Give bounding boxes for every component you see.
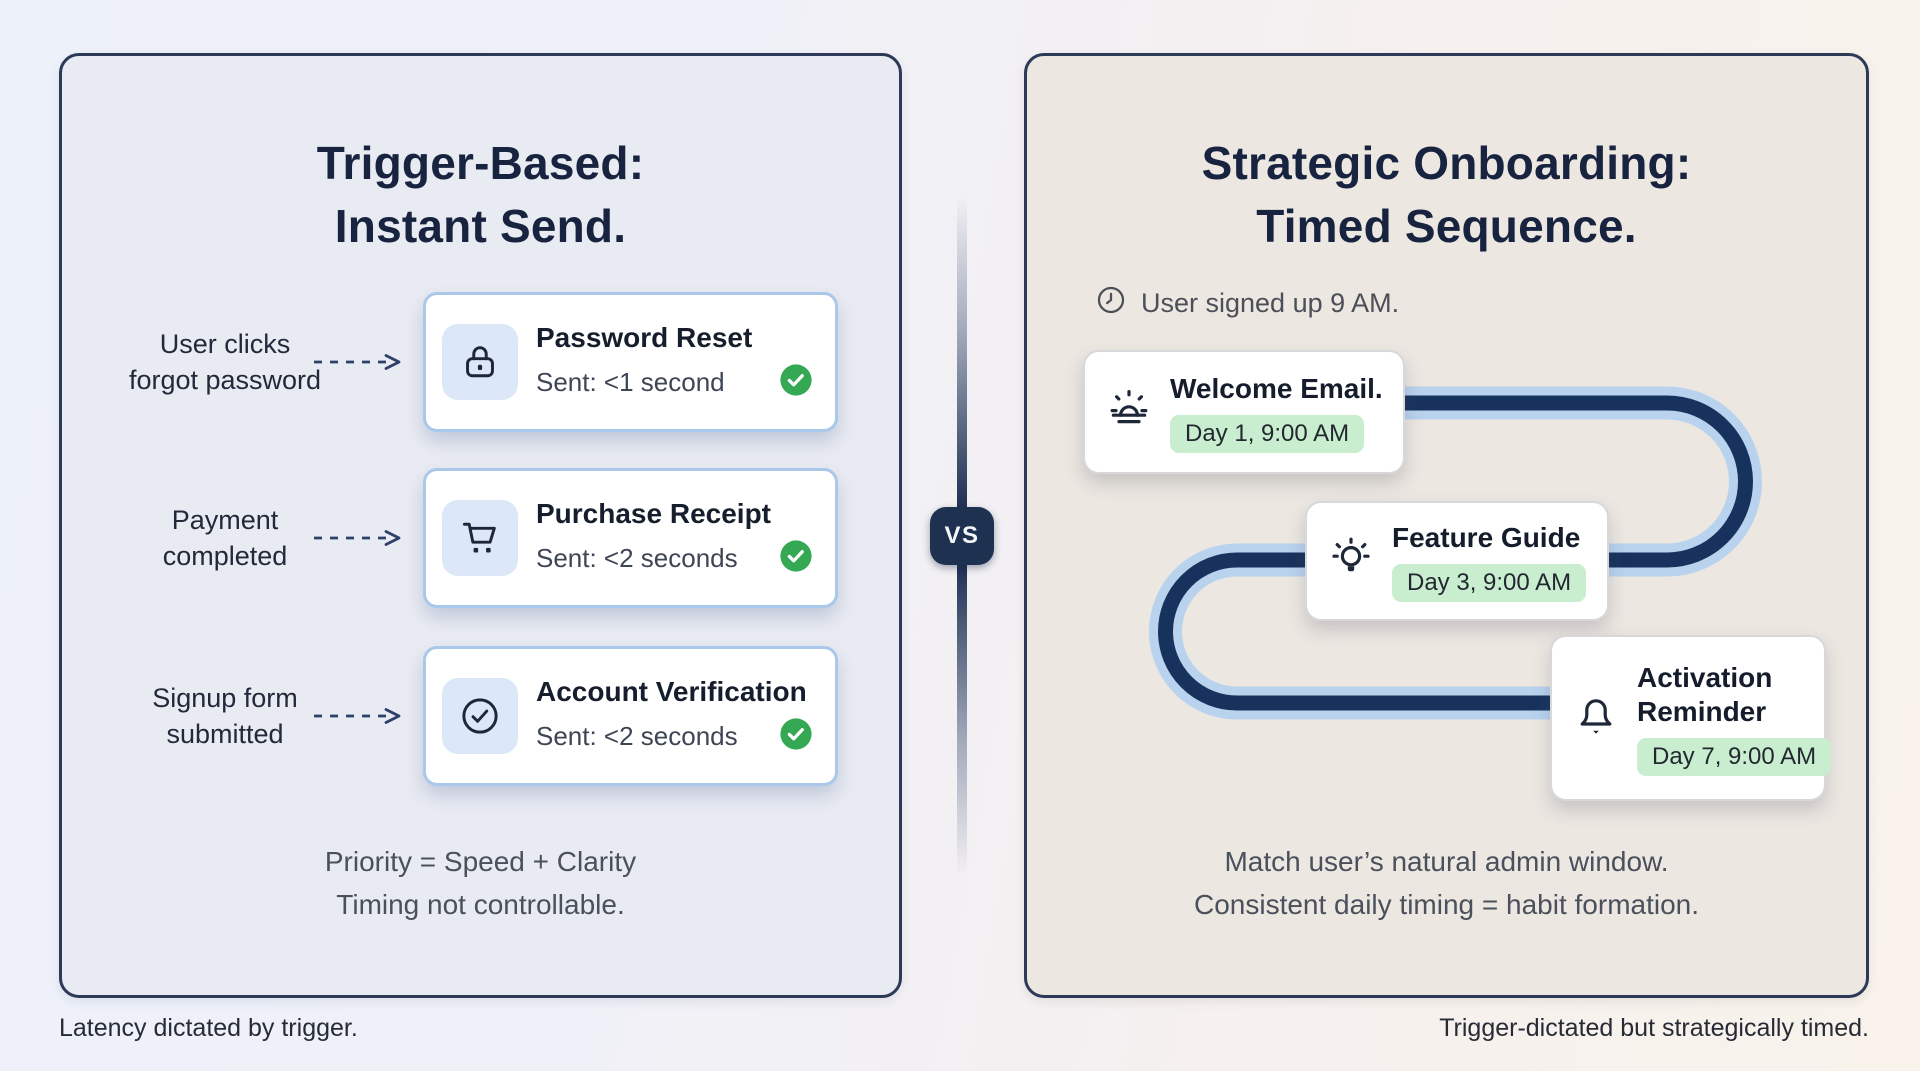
card-body: Account Verification Sent: <2 seconds: [536, 676, 813, 756]
lock-icon: [442, 324, 518, 400]
vs-label: VS: [944, 522, 980, 549]
timeline-path: [1149, 386, 1762, 720]
check-circle-icon: [442, 678, 518, 754]
email-card-password-reset: Password Reset Sent: <1 second: [423, 292, 838, 432]
shopping-cart-icon: [442, 500, 518, 576]
vs-badge: VS: [930, 507, 994, 565]
left-footer-caption: Latency dictated by trigger.: [59, 1014, 358, 1042]
left-title-line1: Trigger-Based:: [316, 136, 645, 189]
step-body: Feature Guide Day 3, 9:00 AM: [1392, 521, 1587, 602]
success-check-icon: [779, 539, 813, 578]
signup-note: User signed up 9 AM.: [1095, 284, 1399, 323]
right-title-line2: Timed Sequence.: [1256, 199, 1637, 252]
status-row: Sent: <1 second: [536, 363, 813, 402]
step-body: Activation Reminder Day 7, 9:00 AM: [1637, 661, 1832, 776]
email-card-title: Purchase Receipt: [536, 498, 771, 529]
trigger-label-line2: forgot password: [128, 365, 322, 395]
success-check-icon: [779, 717, 813, 756]
step-card-welcome-email: Welcome Email. Day 1, 9:00 AM: [1083, 350, 1405, 474]
trigger-row-purchase-receipt: Payment completed Purchase: [62, 468, 899, 608]
trigger-based-panel: Trigger-Based: Instant Send. User clicks…: [59, 53, 902, 998]
status-row: Sent: <2 seconds: [536, 539, 813, 578]
clock-icon: [1095, 284, 1127, 323]
step-card-activation-reminder: Activation Reminder Day 7, 9:00 AM: [1550, 635, 1832, 801]
status-row: Sent: <2 seconds: [536, 717, 813, 756]
lightbulb-icon: [1327, 535, 1375, 588]
trigger-label-line1: User clicks: [159, 329, 291, 359]
right-footer-caption: Trigger-dictated but strategically timed…: [1439, 1014, 1869, 1042]
day-time-badge: Day 1, 9:00 AM: [1170, 414, 1365, 453]
step-title: Welcome Email.: [1170, 372, 1383, 404]
bell-icon: [1572, 692, 1620, 745]
day-time-badge: Day 7, 9:00 AM: [1637, 737, 1832, 776]
step-card-feature-guide: Feature Guide Day 3, 9:00 AM: [1305, 501, 1609, 621]
left-title-line2: Instant Send.: [334, 199, 627, 252]
left-summary-line2: Timing not controllable.: [336, 889, 625, 920]
dashed-arrow-icon: [312, 528, 416, 548]
left-panel-title: Trigger-Based: Instant Send.: [62, 132, 899, 258]
sent-latency-text: Sent: <2 seconds: [536, 721, 738, 751]
day-time-badge: Day 3, 9:00 AM: [1392, 563, 1587, 602]
trigger-row-account-verification: Signup form submitted Account Verificat: [62, 646, 899, 786]
trigger-row-password-reset: User clicks forgot password: [62, 292, 899, 432]
dashed-arrow-icon: [312, 706, 416, 726]
left-panel-summary: Priority = Speed + Clarity Timing not co…: [62, 840, 899, 926]
email-card-account-verification: Account Verification Sent: <2 seconds: [423, 646, 838, 786]
card-body: Password Reset Sent: <1 second: [536, 322, 813, 402]
right-panel-summary: Match user’s natural admin window. Consi…: [1027, 840, 1866, 926]
card-body: Purchase Receipt Sent: <2 seconds: [536, 498, 813, 578]
trigger-label: Payment completed: [80, 502, 370, 574]
right-panel-title: Strategic Onboarding: Timed Sequence.: [1027, 132, 1866, 258]
trigger-label: User clicks forgot password: [80, 326, 370, 398]
email-card-title: Account Verification: [536, 676, 807, 707]
email-card-purchase-receipt: Purchase Receipt Sent: <2 seconds: [423, 468, 838, 608]
trigger-label: Signup form submitted: [80, 680, 370, 752]
right-summary-line2: Consistent daily timing = habit formatio…: [1193, 889, 1700, 920]
sunrise-icon: [1105, 386, 1153, 439]
step-title: Activation Reminder: [1637, 661, 1773, 727]
trigger-label-line1: Signup form: [152, 683, 298, 713]
success-check-icon: [779, 363, 813, 402]
sent-latency-text: Sent: <2 seconds: [536, 543, 738, 573]
dashed-arrow-icon: [312, 352, 416, 372]
step-title: Feature Guide: [1392, 521, 1581, 553]
strategic-onboarding-panel: Strategic Onboarding: Timed Sequence. Us…: [1024, 53, 1869, 998]
left-summary-line1: Priority = Speed + Clarity: [324, 846, 637, 877]
trigger-label-line2: submitted: [166, 719, 284, 749]
trigger-label-line2: completed: [162, 541, 288, 571]
trigger-label-line1: Payment: [171, 505, 279, 535]
signup-note-text: User signed up 9 AM.: [1141, 288, 1400, 318]
right-summary-line1: Match user’s natural admin window.: [1224, 846, 1669, 877]
email-card-title: Password Reset: [536, 322, 753, 353]
step-body: Welcome Email. Day 1, 9:00 AM: [1170, 372, 1383, 453]
sent-latency-text: Sent: <1 second: [536, 367, 725, 397]
right-title-line1: Strategic Onboarding:: [1201, 136, 1692, 189]
